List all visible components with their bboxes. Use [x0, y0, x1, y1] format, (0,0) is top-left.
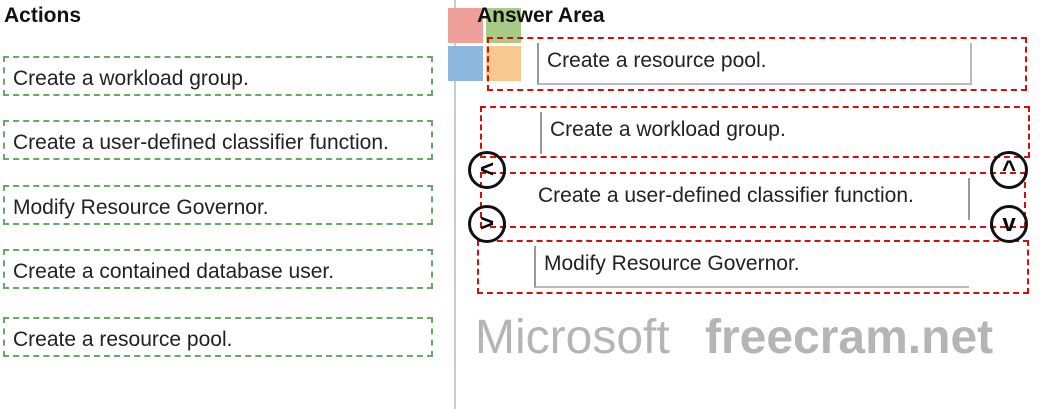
microsoft-watermark: Microsoft: [475, 311, 670, 364]
answer-slot-3[interactable]: Create a user-defined classifier functio…: [480, 172, 1026, 228]
answer-item[interactable]: Modify Resource Governor.: [534, 246, 969, 288]
action-item[interactable]: Create a user-defined classifier functio…: [3, 120, 433, 160]
action-item[interactable]: Modify Resource Governor.: [3, 185, 433, 225]
action-item[interactable]: Create a contained database user.: [3, 249, 433, 289]
answer-item[interactable]: Create a workload group.: [540, 112, 970, 154]
chevron-left-icon: <: [479, 156, 494, 183]
chevron-down-icon: v: [1002, 210, 1016, 237]
answer-slot-2[interactable]: Create a workload group.: [480, 106, 1030, 158]
panel-divider: [454, 0, 456, 409]
move-up-button[interactable]: ^: [990, 151, 1028, 189]
chevron-up-icon: ^: [1001, 156, 1016, 183]
answer-item[interactable]: Create a resource pool.: [537, 43, 972, 85]
actions-heading: Actions: [4, 4, 82, 27]
action-item[interactable]: Create a resource pool.: [3, 317, 433, 357]
answer-slot-4[interactable]: Modify Resource Governor.: [477, 240, 1029, 294]
chevron-right-icon: >: [479, 210, 494, 237]
move-right-button[interactable]: >: [468, 205, 506, 243]
answer-slot-1[interactable]: Create a resource pool.: [487, 37, 1027, 91]
action-item[interactable]: Create a workload group.: [3, 56, 433, 96]
move-left-button[interactable]: <: [468, 151, 506, 189]
answer-area-heading: Answer Area: [477, 4, 605, 27]
move-down-button[interactable]: v: [990, 205, 1028, 243]
answer-item[interactable]: Create a user-defined classifier functio…: [530, 178, 970, 220]
site-watermark: freecram.net: [705, 311, 994, 364]
